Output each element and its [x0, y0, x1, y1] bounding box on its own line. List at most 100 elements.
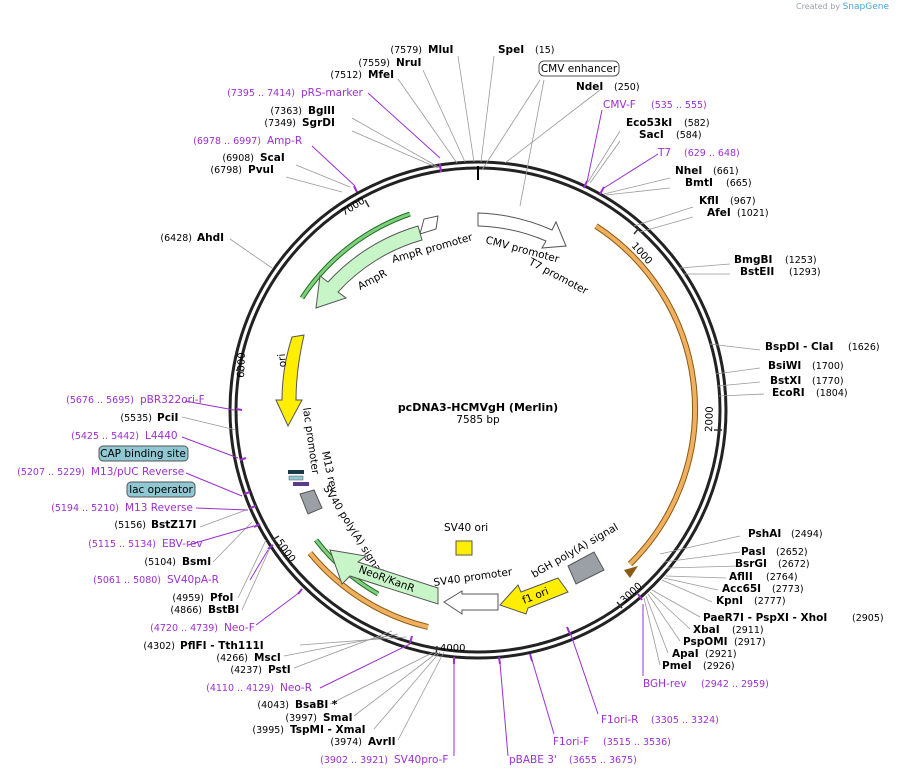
cap-binding-site-box[interactable] — [98, 445, 189, 462]
primer-prs-marker[interactable]: pRS-marker — [301, 87, 364, 99]
ori-arrow[interactable] — [275, 334, 305, 428]
enzyme-bsteii[interactable]: BstEII — [740, 266, 774, 278]
enzyme-pos-bsiwi: (1700) — [812, 361, 844, 372]
sv40-polya-block[interactable] — [299, 489, 323, 515]
f1-ori-arrow[interactable] — [499, 577, 569, 615]
enzyme-bmti[interactable]: BmtI — [685, 177, 713, 189]
enzyme-bstbi[interactable]: BstBI — [208, 604, 239, 616]
enzyme-kfli[interactable]: KflI — [699, 195, 719, 207]
enzyme-xbai[interactable]: XbaI — [693, 624, 720, 636]
enzyme-pos-pasi: (2652) — [776, 547, 808, 558]
primer-pos-m13puc-reverse: (5207 .. 5229) — [17, 467, 85, 478]
enzyme-bspdi-clai[interactable]: BspDI - ClaI — [765, 341, 833, 353]
enzyme-psti[interactable]: PstI — [268, 664, 291, 676]
enzyme-scai[interactable]: ScaI — [260, 152, 285, 164]
primer-m13puc-reverse[interactable]: M13/pUC Reverse — [91, 466, 184, 478]
sv40-ori-block[interactable] — [455, 540, 473, 556]
backbone-outer — [228, 160, 728, 660]
primer-m13-reverse[interactable]: M13 Reverse — [125, 502, 193, 514]
enzyme-pos-xbai: (2911) — [732, 625, 764, 636]
enzyme-pos-msci: (4266) — [216, 653, 248, 664]
enzyme-nrui[interactable]: NruI — [396, 57, 421, 69]
cmv-promoter-arrow[interactable] — [477, 212, 567, 249]
enzyme-pos-bspdi-clai: (1626) — [848, 342, 880, 353]
enzyme-bstxi[interactable]: BstXI — [770, 375, 801, 387]
enzyme-smai[interactable]: SmaI — [323, 712, 353, 724]
enzyme-apai[interactable]: ApaI — [672, 648, 699, 660]
enzyme-spei[interactable]: SpeI — [498, 44, 524, 56]
enzyme-kpni[interactable]: KpnI — [716, 595, 743, 607]
enzyme-eco53ki[interactable]: Eco53kI — [626, 117, 672, 129]
enzyme-bsrgi[interactable]: BsrGI — [735, 558, 767, 570]
enzyme-pos-kfli: (967) — [730, 196, 756, 207]
enzyme-aflii[interactable]: AflII — [729, 571, 753, 583]
sv40-promoter-label: SV40 promoter — [433, 566, 514, 589]
primer-f1ori-r[interactable]: F1ori-R — [601, 714, 638, 726]
enzyme-bstz17i[interactable]: BstZ17I — [151, 519, 196, 531]
enzyme-pos-pshai: (2494) — [791, 529, 823, 540]
primer-t7[interactable]: T7 — [657, 147, 671, 159]
enzyme-leader-lines — [181, 55, 765, 741]
primer-pos-prs-marker: (7395 .. 7414) — [227, 88, 295, 99]
primer-amp-r[interactable]: Amp-R — [267, 135, 302, 147]
enzyme-pos-smai: (3997) — [285, 713, 317, 724]
enzyme-ndei[interactable]: NdeI — [576, 81, 603, 93]
bgh-polya-block[interactable] — [567, 551, 605, 585]
ampr-promoter-arrow[interactable] — [419, 215, 439, 235]
enzyme-bglii[interactable]: BglII — [308, 105, 335, 117]
cap-site-block — [288, 470, 304, 474]
primer-sv40pro-f[interactable]: SV40pro-F — [394, 754, 448, 766]
ampr-arrow[interactable] — [315, 225, 423, 309]
enzyme-pos-tspmi-xmai: (3995) — [252, 725, 284, 736]
primer-neo-r[interactable]: Neo-R — [280, 682, 312, 694]
primer-l4440[interactable]: L4440 — [145, 430, 178, 442]
enzyme-pasi[interactable]: PasI — [741, 546, 766, 558]
enzyme-paer7i-pspxi-xhoi[interactable]: PaeR7I - PspXI - XhoI — [703, 612, 827, 624]
lac-operator-box[interactable] — [126, 481, 196, 498]
enzyme-saci[interactable]: SacI — [639, 129, 664, 141]
enzyme-nhei[interactable]: NheI — [675, 165, 702, 177]
primer-pos-bgh-rev: (2942 .. 2959) — [701, 679, 769, 690]
enzyme-mlui[interactable]: MluI — [428, 44, 453, 56]
enzyme-sgrdi[interactable]: SgrDI — [302, 117, 335, 129]
enzyme-pcii[interactable]: PciI — [157, 412, 178, 424]
primer-bgh-rev[interactable]: BGH-rev — [643, 678, 687, 690]
enzyme-tspmi-xmai[interactable]: TspMI - XmaI — [290, 724, 366, 736]
neokan-arrow[interactable] — [329, 549, 439, 605]
enzyme-acc65i[interactable]: Acc65I — [722, 583, 761, 595]
enzyme-pos-nrui: (7559) — [358, 58, 390, 69]
enzyme-bsabi[interactable]: BsaBI * — [295, 699, 338, 711]
enzyme-pspomi[interactable]: PspOMI — [683, 636, 728, 648]
enzyme-mfei[interactable]: MfeI — [368, 69, 394, 81]
primer-sv40pa-r[interactable]: SV40pA-R — [167, 574, 219, 586]
enzyme-afei[interactable]: AfeI — [707, 207, 731, 219]
enzyme-pflfi-tth111i[interactable]: PflFI - Tth111I — [180, 640, 264, 652]
primer-cmv-f[interactable]: CMV-F — [603, 99, 636, 111]
primer-pos-pbabe-3: (3655 .. 3675) — [569, 755, 637, 766]
enzyme-pos-pmei: (2926) — [703, 661, 735, 672]
enzyme-pmei[interactable]: PmeI — [662, 660, 692, 672]
lac-promoter-label: lac promoter — [300, 407, 321, 476]
lac-operator-block — [288, 475, 304, 481]
sv40-promoter-arrow[interactable] — [443, 590, 499, 615]
enzyme-pshai[interactable]: PshAI — [748, 528, 781, 540]
tick-7000: 7000 — [340, 196, 367, 219]
enzyme-pfoi[interactable]: PfoI — [210, 592, 233, 604]
primer-neo-f[interactable]: Neo-F — [224, 622, 255, 634]
enzyme-ecori[interactable]: EcoRI — [772, 387, 805, 399]
enzyme-ahdi[interactable]: AhdI — [197, 232, 224, 244]
enzyme-pvui[interactable]: PvuI — [248, 164, 274, 176]
primer-pbr322ori-f[interactable]: pBR322ori-F — [140, 394, 205, 406]
enzyme-bsiwi[interactable]: BsiWI — [768, 360, 801, 372]
primer-ebv-rev[interactable]: EBV-rev — [162, 538, 203, 550]
primer-pos-amp-r: (6978 .. 6997) — [193, 136, 261, 147]
enzyme-bmgbi[interactable]: BmgBI — [734, 254, 772, 266]
enzyme-avrii[interactable]: AvrII — [368, 736, 396, 748]
enzyme-msci[interactable]: MscI — [254, 652, 281, 664]
enzyme-bsmi[interactable]: BsmI — [182, 556, 211, 568]
credit-prefix: Created by — [796, 2, 841, 11]
primer-f1ori-f[interactable]: F1ori-F — [553, 736, 589, 748]
primer-pbabe-3[interactable]: pBABE 3' — [509, 754, 557, 766]
cmv-enhancer-box[interactable] — [538, 60, 620, 77]
